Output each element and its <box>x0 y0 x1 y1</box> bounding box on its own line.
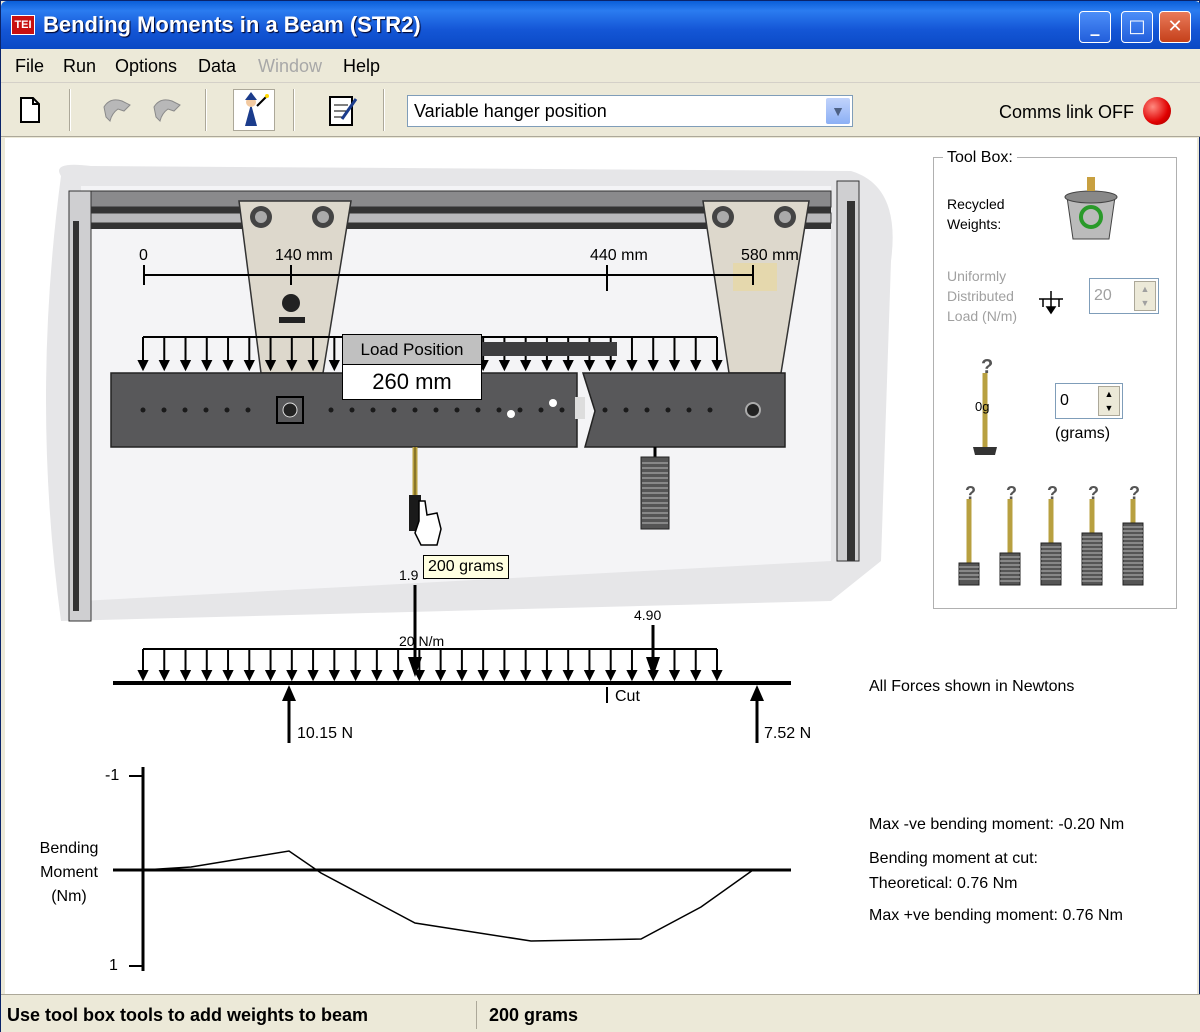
svg-text:?: ? <box>1129 483 1140 503</box>
svg-text:?: ? <box>1047 483 1058 503</box>
minimize-button[interactable]: _ <box>1079 11 1111 43</box>
moment-at-cut-theoretical: Theoretical: 0.76 Nm <box>869 875 1018 892</box>
udl-tool-icon <box>1039 291 1063 315</box>
max-neg-moment: Max -ve bending moment: -0.20 Nm <box>869 816 1125 833</box>
udl-value-spinner: 20 ▲▼ <box>1089 278 1159 314</box>
window-title: Bending Moments in a Beam (STR2) <box>43 12 421 37</box>
frame-left-post <box>68 190 92 622</box>
grams-unit-label: (grams) <box>1055 425 1111 442</box>
weight-tooltip: 200 grams <box>423 555 509 579</box>
partial-load-label: 1.9 <box>399 567 419 583</box>
load-position-value: 260 mm <box>372 369 452 394</box>
empty-hanger-icon: ? <box>973 356 997 455</box>
toolbar: Variable hanger position ▼ Comms link OF… <box>1 83 1200 137</box>
moment-tick-top: -1 <box>105 767 120 784</box>
svg-text:?: ? <box>1088 483 1099 503</box>
menu-window: Window <box>258 56 323 76</box>
title-bar[interactable]: TEI Bending Moments in a Beam (STR2) _ □… <box>1 1 1200 49</box>
mode-select-value: Variable hanger position <box>414 101 607 121</box>
load-position-box[interactable]: Load Position 260 mm <box>342 334 482 400</box>
notepad-icon[interactable] <box>321 89 363 131</box>
left-reaction-label: 10.15 N <box>297 725 354 742</box>
grams-spinner[interactable]: 0 ▲▼ <box>1055 383 1123 419</box>
wizard-icon[interactable] <box>233 89 275 131</box>
menu-file[interactable]: File <box>15 56 45 76</box>
svg-text:?: ? <box>965 483 976 503</box>
toolbox-panel <box>933 157 1177 609</box>
comms-status-label: Comms link OFF <box>999 102 1134 122</box>
status-message: Use tool box tools to add weights to bea… <box>7 1001 477 1029</box>
load-position-title: Load Position <box>343 335 481 365</box>
cut-label: Cut <box>615 688 640 705</box>
scale-label-440: 440 mm <box>590 247 648 264</box>
menu-bar: File Run Options Data Window Help <box>1 49 1200 83</box>
mode-select[interactable]: Variable hanger position ▼ <box>407 95 853 127</box>
close-button[interactable]: ✕ <box>1159 11 1191 43</box>
weight-hanger-set: ????? <box>958 483 1144 586</box>
right-reaction-label: 7.52 N <box>764 725 812 742</box>
beam-right-section <box>581 372 786 448</box>
forces-units-note: All Forces shown in Newtons <box>869 678 1075 695</box>
moment-curve <box>142 850 754 942</box>
svg-text:?: ? <box>981 356 993 378</box>
moment-tick-bottom: 1 <box>109 957 118 974</box>
udl-arrows-fbd <box>137 648 723 682</box>
comms-status-indicator <box>1143 97 1171 125</box>
new-file-icon[interactable] <box>9 89 51 131</box>
menu-options[interactable]: Options <box>115 56 178 76</box>
max-pos-moment: Max +ve bending moment: 0.76 Nm <box>869 907 1123 924</box>
status-bar: Use tool box tools to add weights to bea… <box>1 994 1200 1032</box>
hand-cursor-icon <box>414 500 442 546</box>
status-weight: 200 grams <box>489 1005 579 1025</box>
maximize-button[interactable]: □ <box>1121 11 1153 43</box>
recycled-weights-label: Recycled Weights: <box>947 196 1005 232</box>
point-load-label: 4.90 <box>634 607 662 623</box>
connect-icon <box>97 89 139 131</box>
hanger-mass-label: 0g <box>975 399 990 414</box>
app-icon: TEI <box>11 15 35 35</box>
moment-at-cut-title: Bending moment at cut: <box>869 850 1038 867</box>
chevron-down-icon[interactable]: ▼ <box>826 98 850 124</box>
menu-help[interactable]: Help <box>343 56 381 76</box>
udl-label: 20 N/m <box>399 633 445 649</box>
recycle-bin-icon <box>1064 177 1118 240</box>
scale-label-140: 140 mm <box>275 247 333 264</box>
scale-label-0: 0 <box>139 247 148 264</box>
udl-tool-label: Uniformly Distributed Load (N/m) <box>947 268 1018 324</box>
scale-label-580: 580 mm <box>741 247 799 264</box>
toolbox-title: Tool Box: <box>943 149 1017 167</box>
menu-data[interactable]: Data <box>198 56 237 76</box>
svg-text:?: ? <box>1006 483 1017 503</box>
moment-axis-label: Bending Moment (Nm) <box>39 840 99 905</box>
menu-run[interactable]: Run <box>63 56 97 76</box>
disconnect-icon <box>147 89 189 131</box>
